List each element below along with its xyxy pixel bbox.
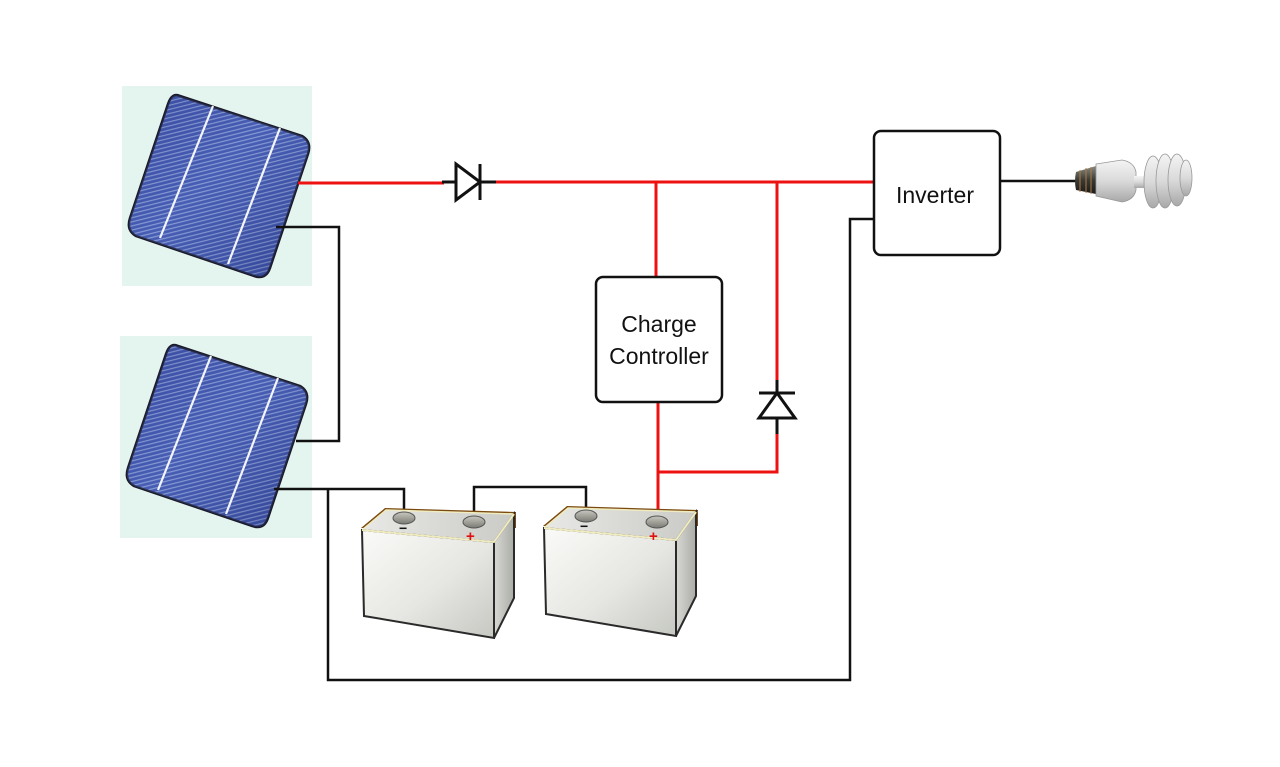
blocking-diode bbox=[442, 161, 496, 203]
lamp-spiral-tip bbox=[1179, 159, 1193, 197]
cfl-lamp bbox=[1075, 153, 1193, 209]
battery-2-pos-terminal bbox=[645, 515, 669, 529]
battery-2-pos-mark: + bbox=[649, 528, 658, 545]
wire-panel2-to-battery1-neg bbox=[274, 487, 406, 514]
battery-1-neg-terminal bbox=[392, 511, 416, 525]
wire-panel1-to-panel2 bbox=[276, 225, 341, 443]
inverter[interactable]: Inverter bbox=[872, 129, 1002, 257]
battery-1-front bbox=[360, 528, 495, 640]
battery-2-neg-terminal bbox=[574, 509, 598, 523]
solar-panel-1-sheen bbox=[128, 95, 310, 277]
solar-panel-2-sheen bbox=[126, 345, 308, 527]
bypass-diode bbox=[756, 380, 798, 434]
solar-panel-1-busbar bbox=[226, 127, 282, 265]
solar-panel-2-busbar bbox=[156, 355, 213, 491]
charge-controller-box[interactable] bbox=[594, 275, 724, 404]
wire-controller-to-bypass-diode bbox=[656, 402, 779, 474]
battery-1-pos-mark: + bbox=[466, 528, 475, 545]
solar-panel-2 bbox=[120, 336, 312, 538]
charge-controller-label-line2: Controller bbox=[609, 343, 709, 369]
charge-controller-label-line1: Charge bbox=[621, 311, 696, 337]
wire-return-to-inverter bbox=[326, 217, 874, 682]
battery-1: − + bbox=[360, 508, 516, 640]
battery-1-pos-terminal bbox=[462, 515, 486, 529]
blocking-diode-triangle bbox=[454, 161, 483, 203]
inverter-label: Inverter bbox=[896, 182, 974, 208]
positive-wires bbox=[298, 180, 874, 520]
negative-wires bbox=[274, 179, 1078, 682]
charge-controller[interactable]: Charge Controller bbox=[594, 275, 724, 404]
bypass-diode-triangle bbox=[756, 390, 798, 420]
solar-panel-2-busbar bbox=[224, 377, 280, 515]
battery-2: − + bbox=[542, 506, 698, 638]
battery-2-neg-mark: − bbox=[580, 518, 588, 534]
inverter-box[interactable] bbox=[872, 129, 1002, 257]
wire-battery1-pos-to-battery2-neg bbox=[472, 485, 588, 518]
battery-2-edge bbox=[543, 511, 697, 542]
battery-1-neg-mark: − bbox=[399, 520, 407, 536]
lamp-ballast bbox=[1095, 159, 1137, 203]
battery-1-edge bbox=[361, 513, 515, 544]
solar-panel-1-busbar bbox=[158, 105, 215, 239]
solar-panel-1 bbox=[122, 86, 312, 286]
